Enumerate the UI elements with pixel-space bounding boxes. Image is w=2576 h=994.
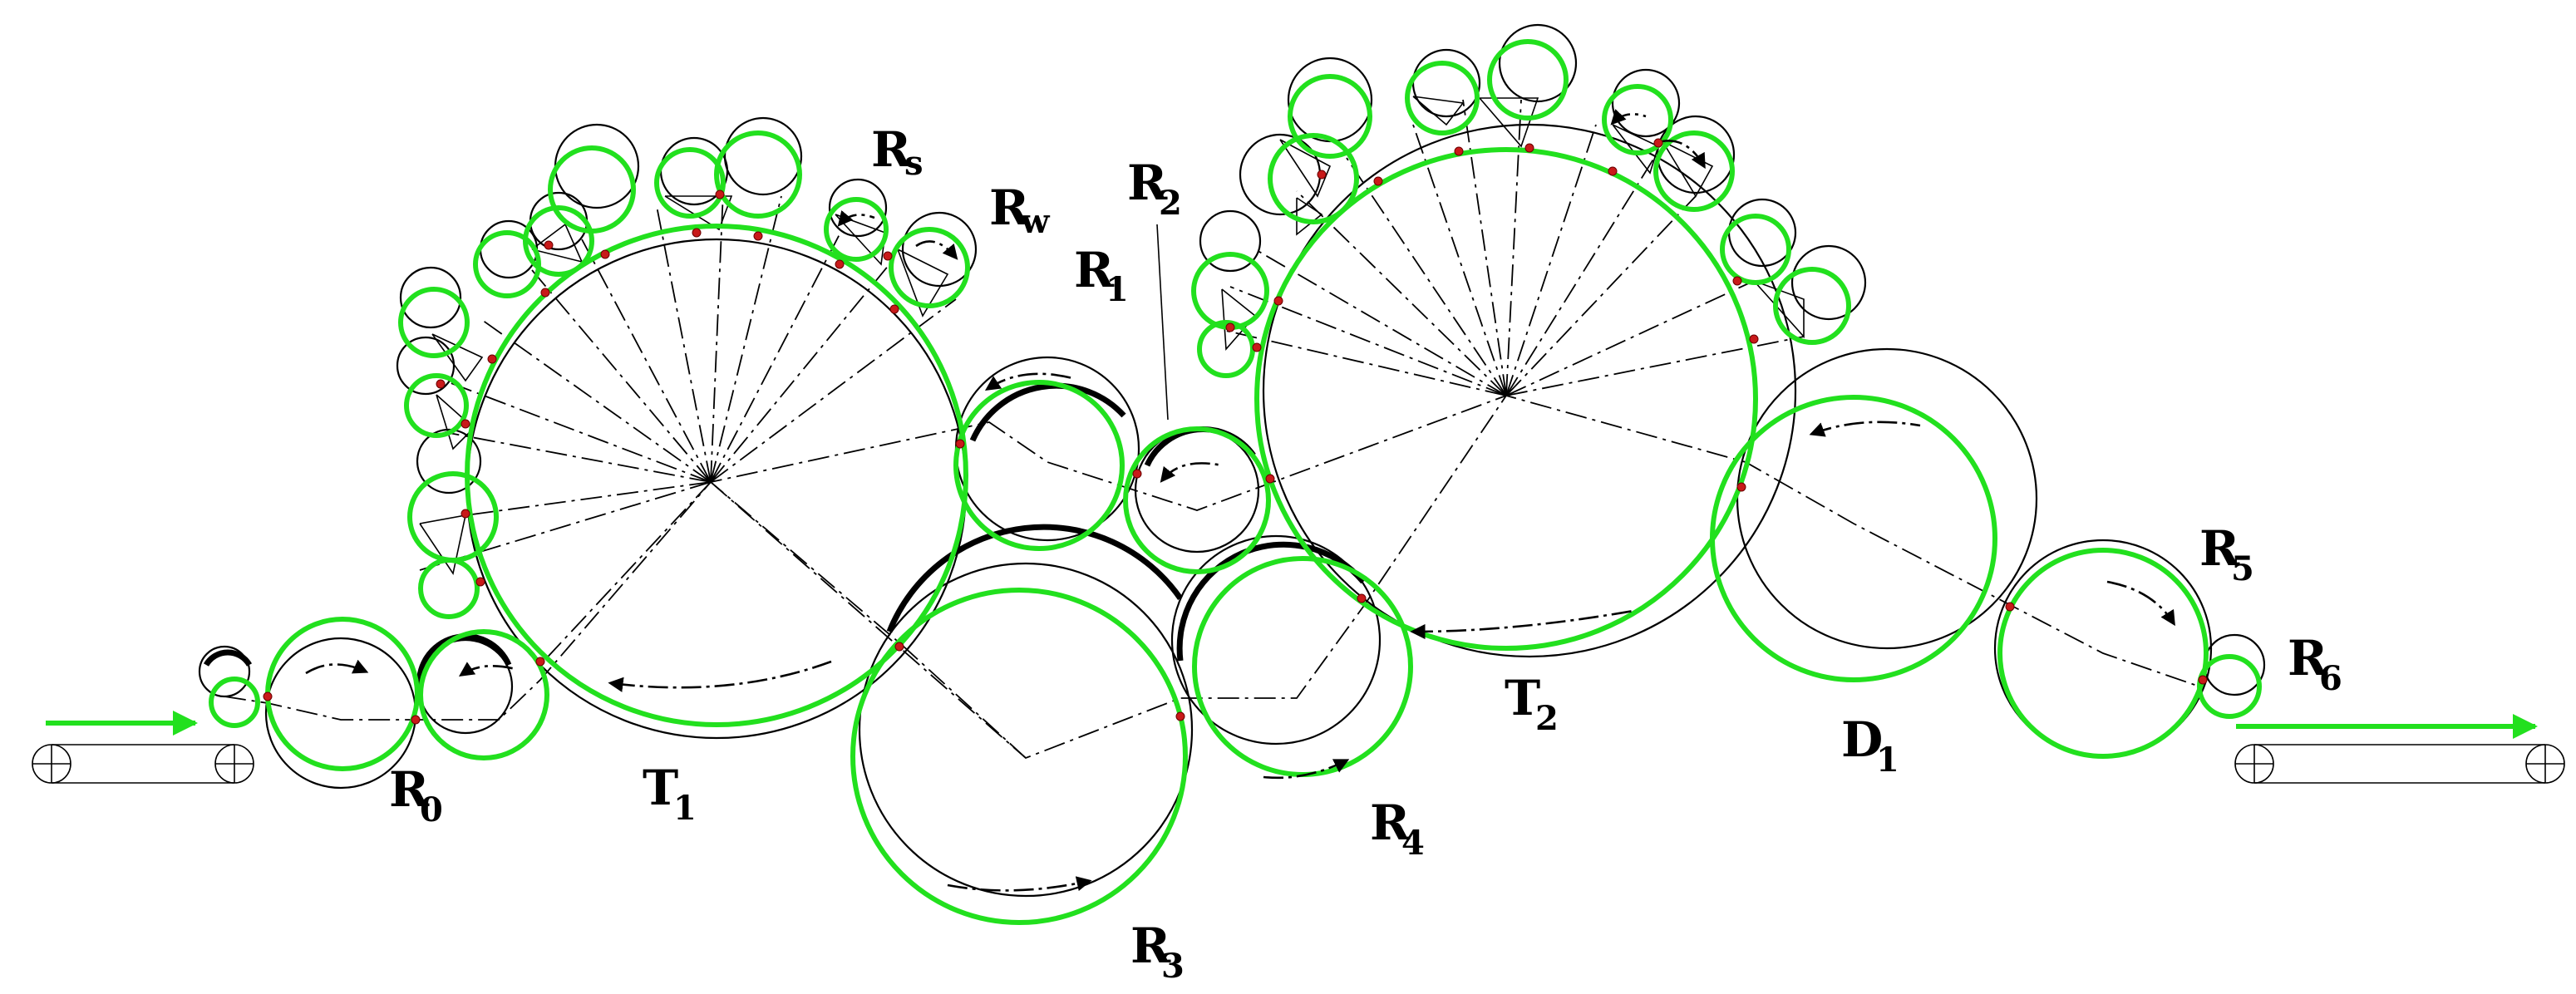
- label-t1-main: T: [643, 760, 678, 816]
- roller-r3: [850, 588, 1188, 925]
- roller-r2: [1123, 426, 1271, 574]
- label-r2-main: R: [1127, 155, 1168, 211]
- label-r6: R 6: [2288, 630, 2342, 698]
- t2-radial-lines: [1225, 99, 1805, 396]
- label-r2-leader: [1156, 224, 1169, 421]
- label-rs-main: R: [871, 121, 912, 178]
- label-t2-main: T: [1505, 670, 1540, 726]
- label-r4: R 4: [1370, 795, 1425, 863]
- label-t2: T 2: [1505, 670, 1559, 738]
- rotation-arrows: [305, 109, 2175, 892]
- label-rw-sub: w: [1020, 202, 1051, 241]
- label-rw-main: R: [989, 180, 1030, 236]
- label-d1-sub: 1: [1876, 741, 1899, 780]
- label-t2-sub: 2: [1535, 699, 1559, 738]
- label-r2-sub: 2: [1159, 184, 1182, 223]
- label-r0-main: R: [389, 761, 430, 818]
- roller-r0-small: [209, 677, 260, 728]
- label-r5-main: R: [2199, 520, 2240, 577]
- label-r0-sub: 0: [420, 790, 443, 829]
- drum-d1: [1710, 395, 1997, 682]
- label-r0: R 0: [389, 761, 443, 829]
- label-rw: R w: [989, 180, 1051, 241]
- output-conveyor: [2234, 714, 2565, 784]
- roller-r0-right: [418, 629, 549, 760]
- label-t1: T 1: [643, 760, 697, 828]
- contact-points: [263, 138, 2208, 725]
- roller-r5: [1997, 548, 2209, 759]
- label-r6-main: R: [2288, 630, 2328, 686]
- label-r3-sub: 3: [1161, 947, 1185, 986]
- label-r2: R 2: [1127, 155, 1182, 421]
- label-rs: R s: [871, 121, 924, 183]
- label-r4-sub: 4: [1401, 824, 1425, 863]
- roller-r4: [1192, 556, 1413, 777]
- label-r4-main: R: [1370, 795, 1411, 851]
- label-d1-main: D: [1841, 711, 1883, 768]
- label-r3: R 3: [1130, 918, 1185, 986]
- deformed-green-circles: [209, 39, 2262, 925]
- t1-radial-lines: [419, 190, 957, 666]
- label-rs-sub: s: [904, 144, 924, 183]
- roller-r6: [2197, 654, 2262, 719]
- drum-t2: [1254, 147, 1758, 651]
- label-r1-sub: 1: [1106, 270, 1129, 309]
- roller-r1: [953, 380, 1125, 551]
- label-r5-sub: 5: [2231, 549, 2254, 588]
- nominal-black-circles: [198, 23, 2266, 898]
- label-t1-sub: 1: [673, 789, 697, 828]
- roller-r0: [265, 617, 420, 771]
- label-d1: D 1: [1841, 711, 1899, 780]
- label-r3-main: R: [1130, 918, 1171, 974]
- label-r6-sub: 6: [2319, 659, 2342, 698]
- label-r1-main: R: [1074, 242, 1115, 298]
- label-r5: R 5: [2199, 520, 2254, 588]
- input-conveyor: [32, 711, 254, 784]
- label-r1: R 1: [1074, 242, 1129, 309]
